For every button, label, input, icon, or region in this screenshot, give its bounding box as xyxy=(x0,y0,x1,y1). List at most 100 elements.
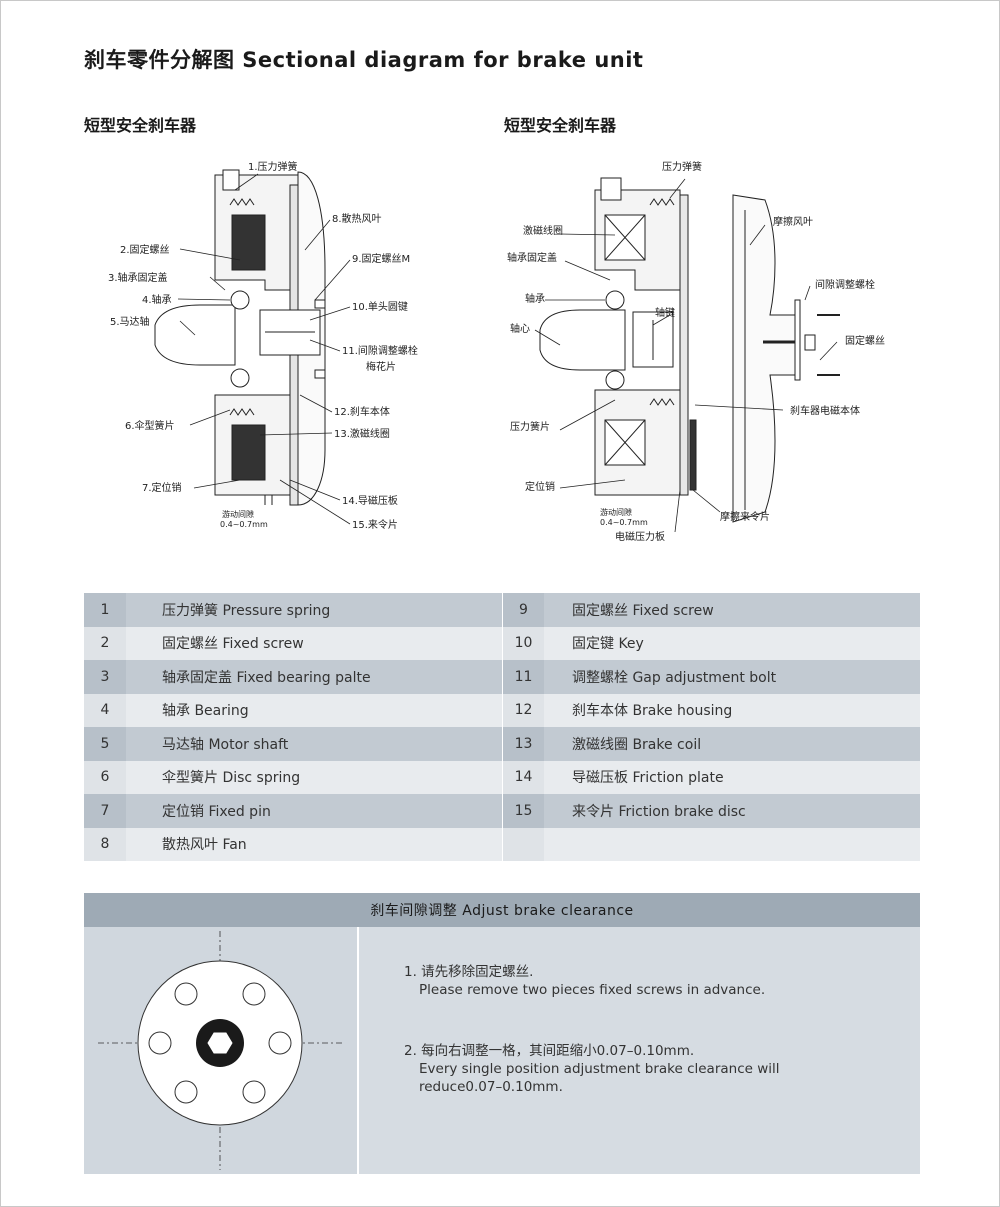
right-label-gap-b: 0.4~0.7mm xyxy=(600,518,648,527)
left-label-5: 5.马达轴 xyxy=(110,315,150,328)
left-label-7: 7.定位销 xyxy=(142,481,182,494)
left-label-13: 13.激磁线圈 xyxy=(334,427,390,440)
right-label-excitation-coil: 激磁线圈 xyxy=(523,224,563,237)
table-row: 3 轴承固定盖 Fixed bearing palte 11 调整螺栓 Gap … xyxy=(84,660,920,694)
disc-hole xyxy=(148,1031,172,1055)
part-name: 伞型簧片 Disc spring xyxy=(126,760,502,794)
right-label-pressure-plate: 电磁压力板 xyxy=(615,530,665,543)
left-diagram-subtitle: 短型安全刹车器 xyxy=(84,116,197,135)
right-label-gap-bolt: 间隙调整螺栓 xyxy=(815,278,875,291)
right-label-bearing-cover: 轴承固定盖 xyxy=(507,251,557,264)
left-label-9: 9.固定螺丝M xyxy=(352,252,410,265)
step-1-cn: 1. 请先移除固定螺丝. xyxy=(404,964,534,980)
part-name: 来令片 Friction brake disc xyxy=(544,794,920,828)
part-number: 2 xyxy=(84,626,126,660)
part-name: 压力弹簧 Pressure spring xyxy=(126,593,502,627)
left-label-4: 4.轴承 xyxy=(142,293,172,306)
coil-upper xyxy=(231,214,266,271)
part-name: 马达轴 Motor shaft xyxy=(126,727,502,761)
part-number: 15 xyxy=(502,794,544,828)
adjust-clearance-panel: 刹车间隙调整 Adjust brake clearance 1. 请先移除固定螺… xyxy=(84,893,920,1174)
step-1-en: Please remove two pieces fixed screws in… xyxy=(419,982,766,998)
table-row: 5 马达轴 Motor shaft 13 激磁线圈 Brake coil xyxy=(84,727,920,761)
disc-hole xyxy=(242,982,266,1006)
part-name xyxy=(544,827,920,861)
disc-hole xyxy=(174,982,198,1006)
left-label-2: 2.固定螺丝 xyxy=(120,243,170,256)
adjust-instructions: 1. 请先移除固定螺丝. Please remove two pieces fi… xyxy=(359,927,920,1174)
right-label-pressure-leaf: 压力簧片 xyxy=(510,420,550,433)
part-number: 14 xyxy=(502,760,544,794)
part-number: 13 xyxy=(502,727,544,761)
disc-hole xyxy=(268,1031,292,1055)
table-row: 7 定位销 Fixed pin 15 来令片 Friction brake di… xyxy=(84,794,920,828)
disc-hole xyxy=(174,1080,198,1104)
part-number: 9 xyxy=(502,593,544,627)
right-label-magnetic-body: 刹车器电磁本体 xyxy=(790,404,860,417)
part-name: 固定键 Key xyxy=(544,626,920,660)
left-label-14: 14.导磁压板 xyxy=(342,494,398,507)
step-2-cn: 2. 每向右调整一格，其间距缩小0.07–0.10mm. xyxy=(404,1043,695,1059)
brake-disc-front-view xyxy=(98,931,344,1170)
hex-socket-icon xyxy=(207,1032,233,1054)
left-label-gap-a: 游动间隙 xyxy=(222,509,254,519)
part-name: 调整螺栓 Gap adjustment bolt xyxy=(544,660,920,694)
left-label-15: 15.来令片 xyxy=(352,518,398,531)
coil-lower xyxy=(231,424,266,481)
right-label-fixed-screw: 固定螺丝 xyxy=(845,334,885,347)
part-number: 6 xyxy=(84,760,126,794)
left-label-gap-b: 0.4~0.7mm xyxy=(220,520,268,529)
left-label-11b: 梅花片 xyxy=(366,360,396,373)
part-name: 固定螺丝 Fixed screw xyxy=(544,593,920,627)
table-row: 1 压力弹簧 Pressure spring 9 固定螺丝 Fixed scre… xyxy=(84,593,920,627)
part-name: 固定螺丝 Fixed screw xyxy=(126,626,502,660)
right-label-friction-fan: 摩擦风叶 xyxy=(773,215,813,228)
right-label-friction-disc: 摩擦来令片 xyxy=(720,510,770,523)
part-number: 4 xyxy=(84,693,126,727)
left-label-12: 12.刹车本体 xyxy=(334,405,390,418)
right-label-shaft-center: 轴心 xyxy=(510,322,530,335)
left-label-11: 11.间隙调整螺栓 xyxy=(342,344,418,357)
part-number xyxy=(502,827,544,861)
right-label-locating-pin: 定位销 xyxy=(525,480,555,493)
part-number: 3 xyxy=(84,660,126,694)
part-number: 7 xyxy=(84,794,126,828)
right-label-gap-a: 游动间隙 xyxy=(600,507,632,517)
step-2: 2. 每向右调整一格，其间距缩小0.07–0.10mm. Every singl… xyxy=(404,1042,780,1096)
part-name: 散热风叶 Fan xyxy=(126,827,502,861)
disc-hole xyxy=(242,1080,266,1104)
left-label-3: 3.轴承固定盖 xyxy=(108,271,168,284)
part-number: 12 xyxy=(502,693,544,727)
parts-table: 1 压力弹簧 Pressure spring 9 固定螺丝 Fixed scre… xyxy=(84,593,920,861)
step-2-en-b: reduce0.07–0.10mm. xyxy=(419,1079,563,1095)
part-name: 定位销 Fixed pin xyxy=(126,794,502,828)
table-row: 6 伞型簧片 Disc spring 14 导磁压板 Friction plat… xyxy=(84,760,920,794)
right-label-shaft-key: 轴键 xyxy=(655,306,675,319)
part-name: 轴承固定盖 Fixed bearing palte xyxy=(126,660,502,694)
part-number: 1 xyxy=(84,593,126,627)
right-diagram-subtitle: 短型安全刹车器 xyxy=(504,116,617,135)
left-label-10: 10.单头圆键 xyxy=(352,300,408,313)
right-label-pressure-spring: 压力弹簧 xyxy=(662,160,702,173)
table-row: 8 散热风叶 Fan xyxy=(84,827,920,861)
part-number: 10 xyxy=(502,626,544,660)
step-2-en-a: Every single position adjustment brake c… xyxy=(419,1061,780,1077)
table-row: 2 固定螺丝 Fixed screw 10 固定键 Key xyxy=(84,626,920,660)
part-name: 轴承 Bearing xyxy=(126,693,502,727)
part-number: 5 xyxy=(84,727,126,761)
step-1: 1. 请先移除固定螺丝. Please remove two pieces fi… xyxy=(404,963,765,999)
left-label-8: 8.散热风叶 xyxy=(332,212,382,225)
page-title: 刹车零件分解图 Sectional diagram for brake unit xyxy=(84,48,644,72)
left-label-6: 6.伞型簧片 xyxy=(125,419,175,432)
right-label-bearing: 轴承 xyxy=(525,292,545,305)
table-row: 4 轴承 Bearing 12 刹车本体 Brake housing xyxy=(84,693,920,727)
part-number: 8 xyxy=(84,827,126,861)
part-name: 激磁线圈 Brake coil xyxy=(544,727,920,761)
left-label-1: 1.压力弹簧 xyxy=(248,160,298,173)
right-sectional-diagram: 压力弹簧 激磁线圈 摩擦风叶 轴承固定盖 间隙调整螺栓 轴承 轴键 固定螺丝 轴… xyxy=(507,160,885,543)
part-name: 刹车本体 Brake housing xyxy=(544,693,920,727)
adjust-clearance-header: 刹车间隙调整 Adjust brake clearance xyxy=(84,893,920,927)
part-number: 11 xyxy=(502,660,544,694)
part-name: 导磁压板 Friction plate xyxy=(544,760,920,794)
left-sectional-diagram: 1.压力弹簧 8.散热风叶 2.固定螺丝 9.固定螺丝M 3.轴承固定盖 4.轴… xyxy=(108,160,418,531)
